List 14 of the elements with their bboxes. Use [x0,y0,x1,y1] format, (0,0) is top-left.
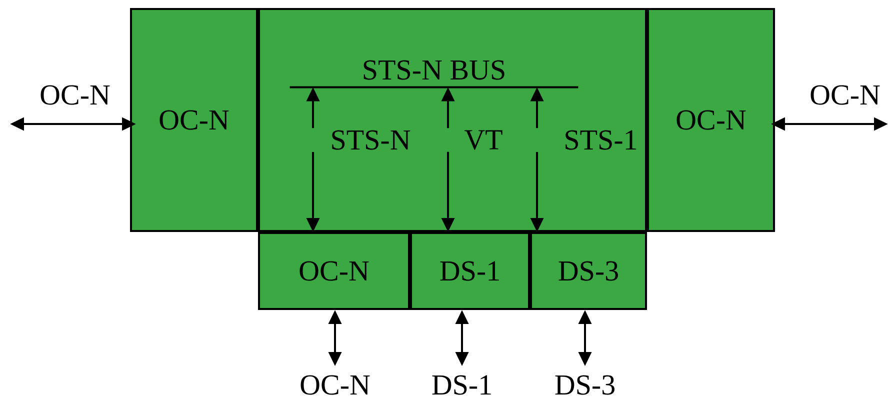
port-label: OC-N [300,375,370,395]
module-box: OC-N [258,232,410,310]
bus-line: STS-N BUS [290,60,578,88]
port-label: OC-N [40,85,110,105]
module-box: OC-N [647,8,775,232]
module-box: DS-3 [530,232,647,310]
port-label: VT [464,130,502,150]
module-box: DS-1 [410,232,530,310]
port-label: STS-N [332,130,410,150]
port-label: DS-3 [555,375,614,395]
module-box: OC-N [130,8,258,232]
port-label: STS-1 [566,130,636,150]
port-label: DS-1 [432,375,491,395]
port-label: OC-N [810,85,880,105]
